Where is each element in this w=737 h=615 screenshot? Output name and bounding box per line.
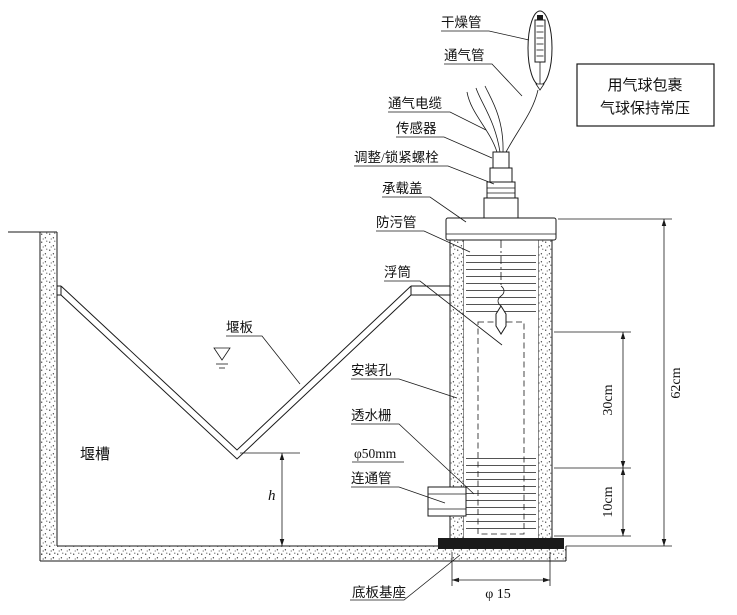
label-connecting-pipe: 连通管: [351, 471, 392, 486]
label-base-pedestal: 底板基座: [352, 584, 406, 600]
label-weir-plate: 堰板: [226, 320, 253, 335]
note-line-2: 气球保持常压: [600, 100, 690, 117]
label-float: 浮筒: [384, 264, 411, 280]
lower-water-hatch: [466, 458, 536, 534]
label-vent-cable: 通气电缆: [388, 96, 442, 111]
label-drying-tube: 干燥管: [441, 15, 482, 30]
balloon-knot: [535, 83, 545, 91]
sensor-body: [489, 167, 513, 183]
base-plate-shape: [438, 538, 564, 549]
label-permeable-screen: 透水栅: [351, 408, 392, 423]
leader-sensor: [396, 136, 493, 159]
leader-adjust-lock-bolt: [354, 165, 495, 185]
leader-vent-cable: [388, 111, 487, 131]
drying-tube-ticks: [536, 25, 544, 57]
leader-drying-tube: [441, 30, 530, 41]
load-cover-shape: [445, 217, 557, 241]
connecting-pipe-shape: [427, 486, 467, 517]
adjust-lock-section: [486, 181, 516, 199]
label-total-height: 62cm: [669, 367, 684, 398]
well-left-wall: [450, 240, 464, 540]
tube-top-cap: [537, 15, 543, 21]
float-hook: [497, 285, 505, 307]
leader-mounting-hole: [351, 378, 458, 399]
label-load-cover: 承载盖: [382, 181, 423, 196]
label-mounting-hole: 安装孔: [351, 363, 392, 378]
leader-antifouling-tube: [376, 230, 471, 253]
leader-lines: [226, 30, 530, 601]
leader-vent-pipe: [444, 63, 523, 97]
label-vent-pipe: 通气管: [444, 48, 485, 63]
pit-left-wall: [40, 232, 57, 561]
label-lower-span: 10cm: [601, 486, 616, 517]
leader-permeable-screen: [351, 423, 475, 495]
water-level-symbol: [213, 347, 231, 369]
note-line-1: 用气球包裹: [607, 77, 682, 94]
leader-connecting-pipe: [351, 486, 446, 504]
leader-load-cover: [382, 196, 467, 223]
float-body: [495, 305, 507, 335]
sensor-base: [483, 197, 519, 219]
label-adjust-lock-bolt: 调整/锁紧螺栓: [354, 150, 439, 165]
leader-float: [384, 280, 503, 346]
dimension-lines: [240, 218, 672, 586]
label-weir-channel: 堰槽: [80, 446, 110, 463]
label-sensor: 传感器: [396, 120, 437, 136]
label-tube-diameter: φ 15: [485, 587, 511, 602]
label-head-h: h: [268, 488, 276, 504]
cable-gland: [492, 151, 510, 169]
note-box: [576, 63, 715, 127]
well-right-wall: [538, 240, 552, 540]
label-pipe-spec: φ50mm: [354, 446, 397, 461]
vent-cable-bundle: [466, 85, 539, 153]
leader-base-pedestal: [350, 554, 461, 601]
balloon-assembly: [527, 10, 553, 91]
weir-plate-shape: [57, 285, 450, 460]
leader-weir-plate: [226, 335, 301, 385]
sensor-assembly: [483, 151, 519, 219]
label-upper-span: 30cm: [601, 384, 616, 415]
pit-floor: [40, 546, 566, 561]
label-antifouling-tube: 防污管: [376, 215, 417, 230]
stilling-well: [427, 217, 564, 549]
